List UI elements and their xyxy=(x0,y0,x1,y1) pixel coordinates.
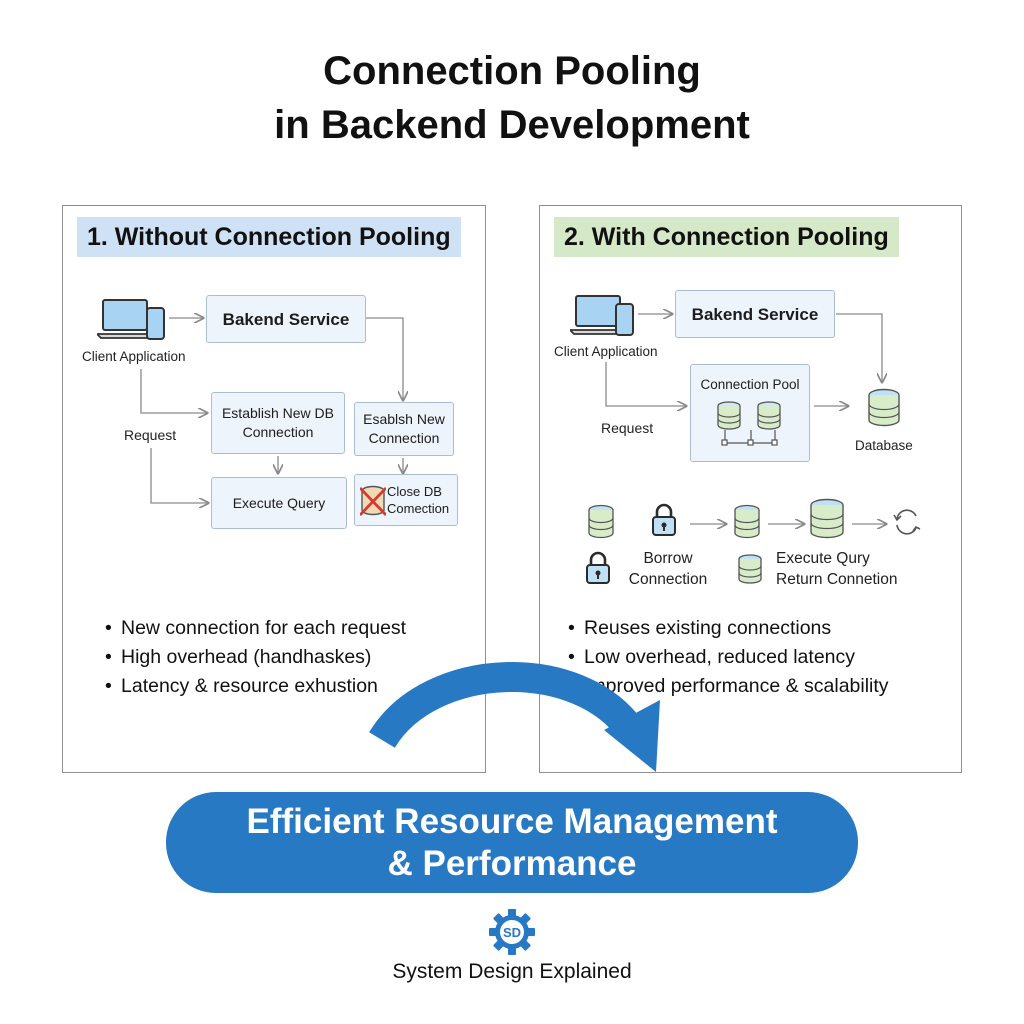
footer-text: System Design Explained xyxy=(392,960,632,983)
lock-icon xyxy=(652,503,676,536)
page-title: Connection Pooling in Backend Developmen… xyxy=(0,44,1024,152)
flow-lines-left xyxy=(140,206,485,772)
bullet-item: Low overhead, reduced latency xyxy=(568,643,889,672)
left-bullets: New connection for each request High ove… xyxy=(105,614,406,701)
curved-arrow-icon xyxy=(369,662,660,772)
gear-icon: SD xyxy=(489,909,535,955)
bullet-item: Reuses existing connections xyxy=(568,614,889,643)
title-line2: in Backend Development xyxy=(274,103,750,147)
client-application-label: Client Application xyxy=(82,349,186,364)
connection-pool-box: Connection Pool xyxy=(690,364,810,462)
borrow-connection-label: Borrow Connection xyxy=(628,550,708,588)
panel-heading-with: 2. With Connection Pooling xyxy=(554,217,899,257)
client-application-label: Client Application xyxy=(554,344,658,359)
execute-query-box: Execute Query xyxy=(211,477,347,529)
panel-with-pooling: 2. With Connection Pooling Client Applic… xyxy=(539,205,962,773)
banner-line2: & Performance xyxy=(387,843,637,883)
pool-database-icons xyxy=(717,401,781,446)
database-icon xyxy=(757,401,781,430)
request-label: Request xyxy=(601,420,654,436)
database-icon xyxy=(810,498,844,539)
panel-without-pooling: 1. Without Connection Pooling Client App… xyxy=(62,205,486,773)
flow-lines-right xyxy=(605,206,961,772)
phone-icon xyxy=(146,307,165,340)
summary-banner: Efficient Resource Management & Performa… xyxy=(166,792,858,893)
close-connection-label: Close DB Comection xyxy=(387,484,450,516)
database-icon xyxy=(734,504,760,539)
database-icon xyxy=(738,554,762,584)
bullet-item: New connection for each request xyxy=(105,614,406,643)
close-connection-box: Close DB Comection xyxy=(354,474,458,526)
title-line1: Connection Pooling xyxy=(323,49,701,93)
database-icon xyxy=(588,504,614,539)
bullet-item: Improved performance & scalability xyxy=(568,672,889,701)
request-label: Request xyxy=(124,427,177,443)
establish-connection-box-2: Esablsh New Connection xyxy=(354,402,454,456)
backend-service-box: Bakend Service xyxy=(675,290,835,338)
database-icon xyxy=(868,388,900,427)
logo-text: SD xyxy=(503,925,521,940)
refresh-icon xyxy=(893,509,921,535)
right-bullets: Reuses existing connections Low overhead… xyxy=(568,614,889,701)
database-icon xyxy=(717,401,741,430)
lock-icon xyxy=(586,551,610,584)
execute-return-label: Execute Qury Return Connetion xyxy=(776,550,898,588)
backend-service-box: Bakend Service xyxy=(206,295,366,343)
bullet-item: Latency & resource exhustion xyxy=(105,672,406,701)
connection-pool-label: Connection Pool xyxy=(700,377,800,392)
phone-icon xyxy=(615,303,634,336)
establish-connection-box: Establish New DB Connection xyxy=(211,392,345,454)
bullet-item: High overhead (handhaskes) xyxy=(105,643,406,672)
database-crossed-icon xyxy=(360,485,386,516)
banner-line1: Efficient Resource Management xyxy=(246,801,778,841)
database-label: Database xyxy=(855,438,913,453)
panel-heading-without: 1. Without Connection Pooling xyxy=(77,217,461,257)
cross-icon xyxy=(360,487,386,516)
